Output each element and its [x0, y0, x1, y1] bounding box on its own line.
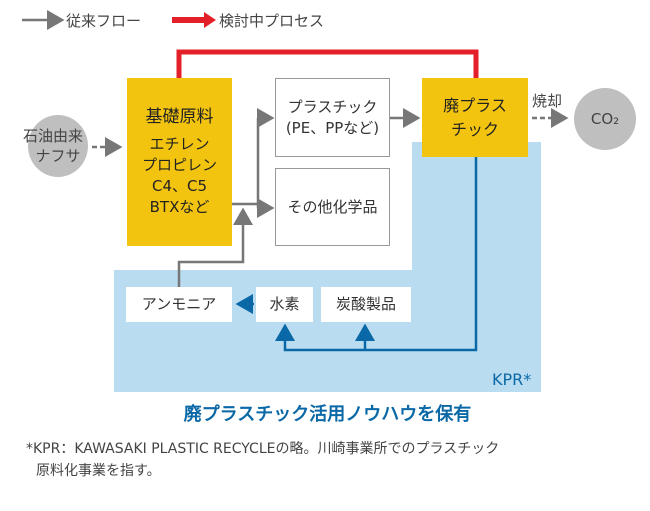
legend-under-review: 検討中プロセス — [219, 12, 325, 30]
caption: 廃プラスチック活用ノウハウを保有 — [183, 404, 472, 425]
kpr-label: KPR* — [492, 370, 532, 389]
incineration-label: 焼却 — [532, 92, 563, 110]
legend-conventional-flow: 従来フロー — [66, 12, 142, 30]
footnote: *KPR：KAWASAKI PLASTIC RECYCLEの略。川崎事業所でのプ… — [26, 438, 499, 482]
footnote-line1: *KPR：KAWASAKI PLASTIC RECYCLEの略。川崎事業所でのプ… — [26, 441, 500, 457]
carbonate-label: 炭酸製品 — [335, 295, 396, 313]
basic-material-item: BTXなど — [149, 197, 210, 216]
plastic-label: プラスチック — [287, 97, 378, 116]
hydrogen-label: 水素 — [269, 295, 300, 313]
waste-plastic-line1: 廃プラス — [443, 95, 507, 115]
carbonate-box: 炭酸製品 — [321, 287, 411, 322]
basic-material-item: エチレン — [149, 134, 210, 153]
naphtha-line2: ナフサ — [35, 147, 81, 165]
naphtha-line1: 石油由来 — [22, 127, 83, 145]
basic-materials-box: 基礎原料 エチレン プロピレン C4、C5 BTXなど — [127, 78, 232, 246]
basic-material-item: C4、C5 — [151, 176, 208, 195]
co2-label: CO₂ — [590, 110, 620, 128]
footnote-line2: 原料化事業を指す。 — [36, 463, 161, 479]
basic-material-item: プロピレン — [141, 155, 217, 174]
waste-plastic-line2: チック — [450, 119, 499, 139]
legend-red-arrowhead — [204, 12, 216, 28]
red-loop-arrow — [176, 49, 479, 86]
plastic-box: プラスチック (PE、PPなど) — [275, 78, 390, 157]
basic-materials-title: 基礎原料 — [145, 106, 214, 127]
hydrogen-box: 水素 — [256, 287, 313, 322]
waste-plastic-box: 廃プラス チック — [422, 78, 528, 157]
ammonia-box: アンモニア — [126, 287, 232, 322]
co2-node: CO₂ — [574, 88, 636, 150]
plastic-examples: (PE、PPなど) — [285, 118, 380, 137]
ammonia-label: アンモニア — [141, 295, 217, 313]
naphtha-node: 石油由来ナフサ — [23, 115, 88, 177]
other-chemicals-label: その他化学品 — [287, 197, 378, 216]
other-chemicals-box: その他化学品 — [275, 168, 390, 246]
